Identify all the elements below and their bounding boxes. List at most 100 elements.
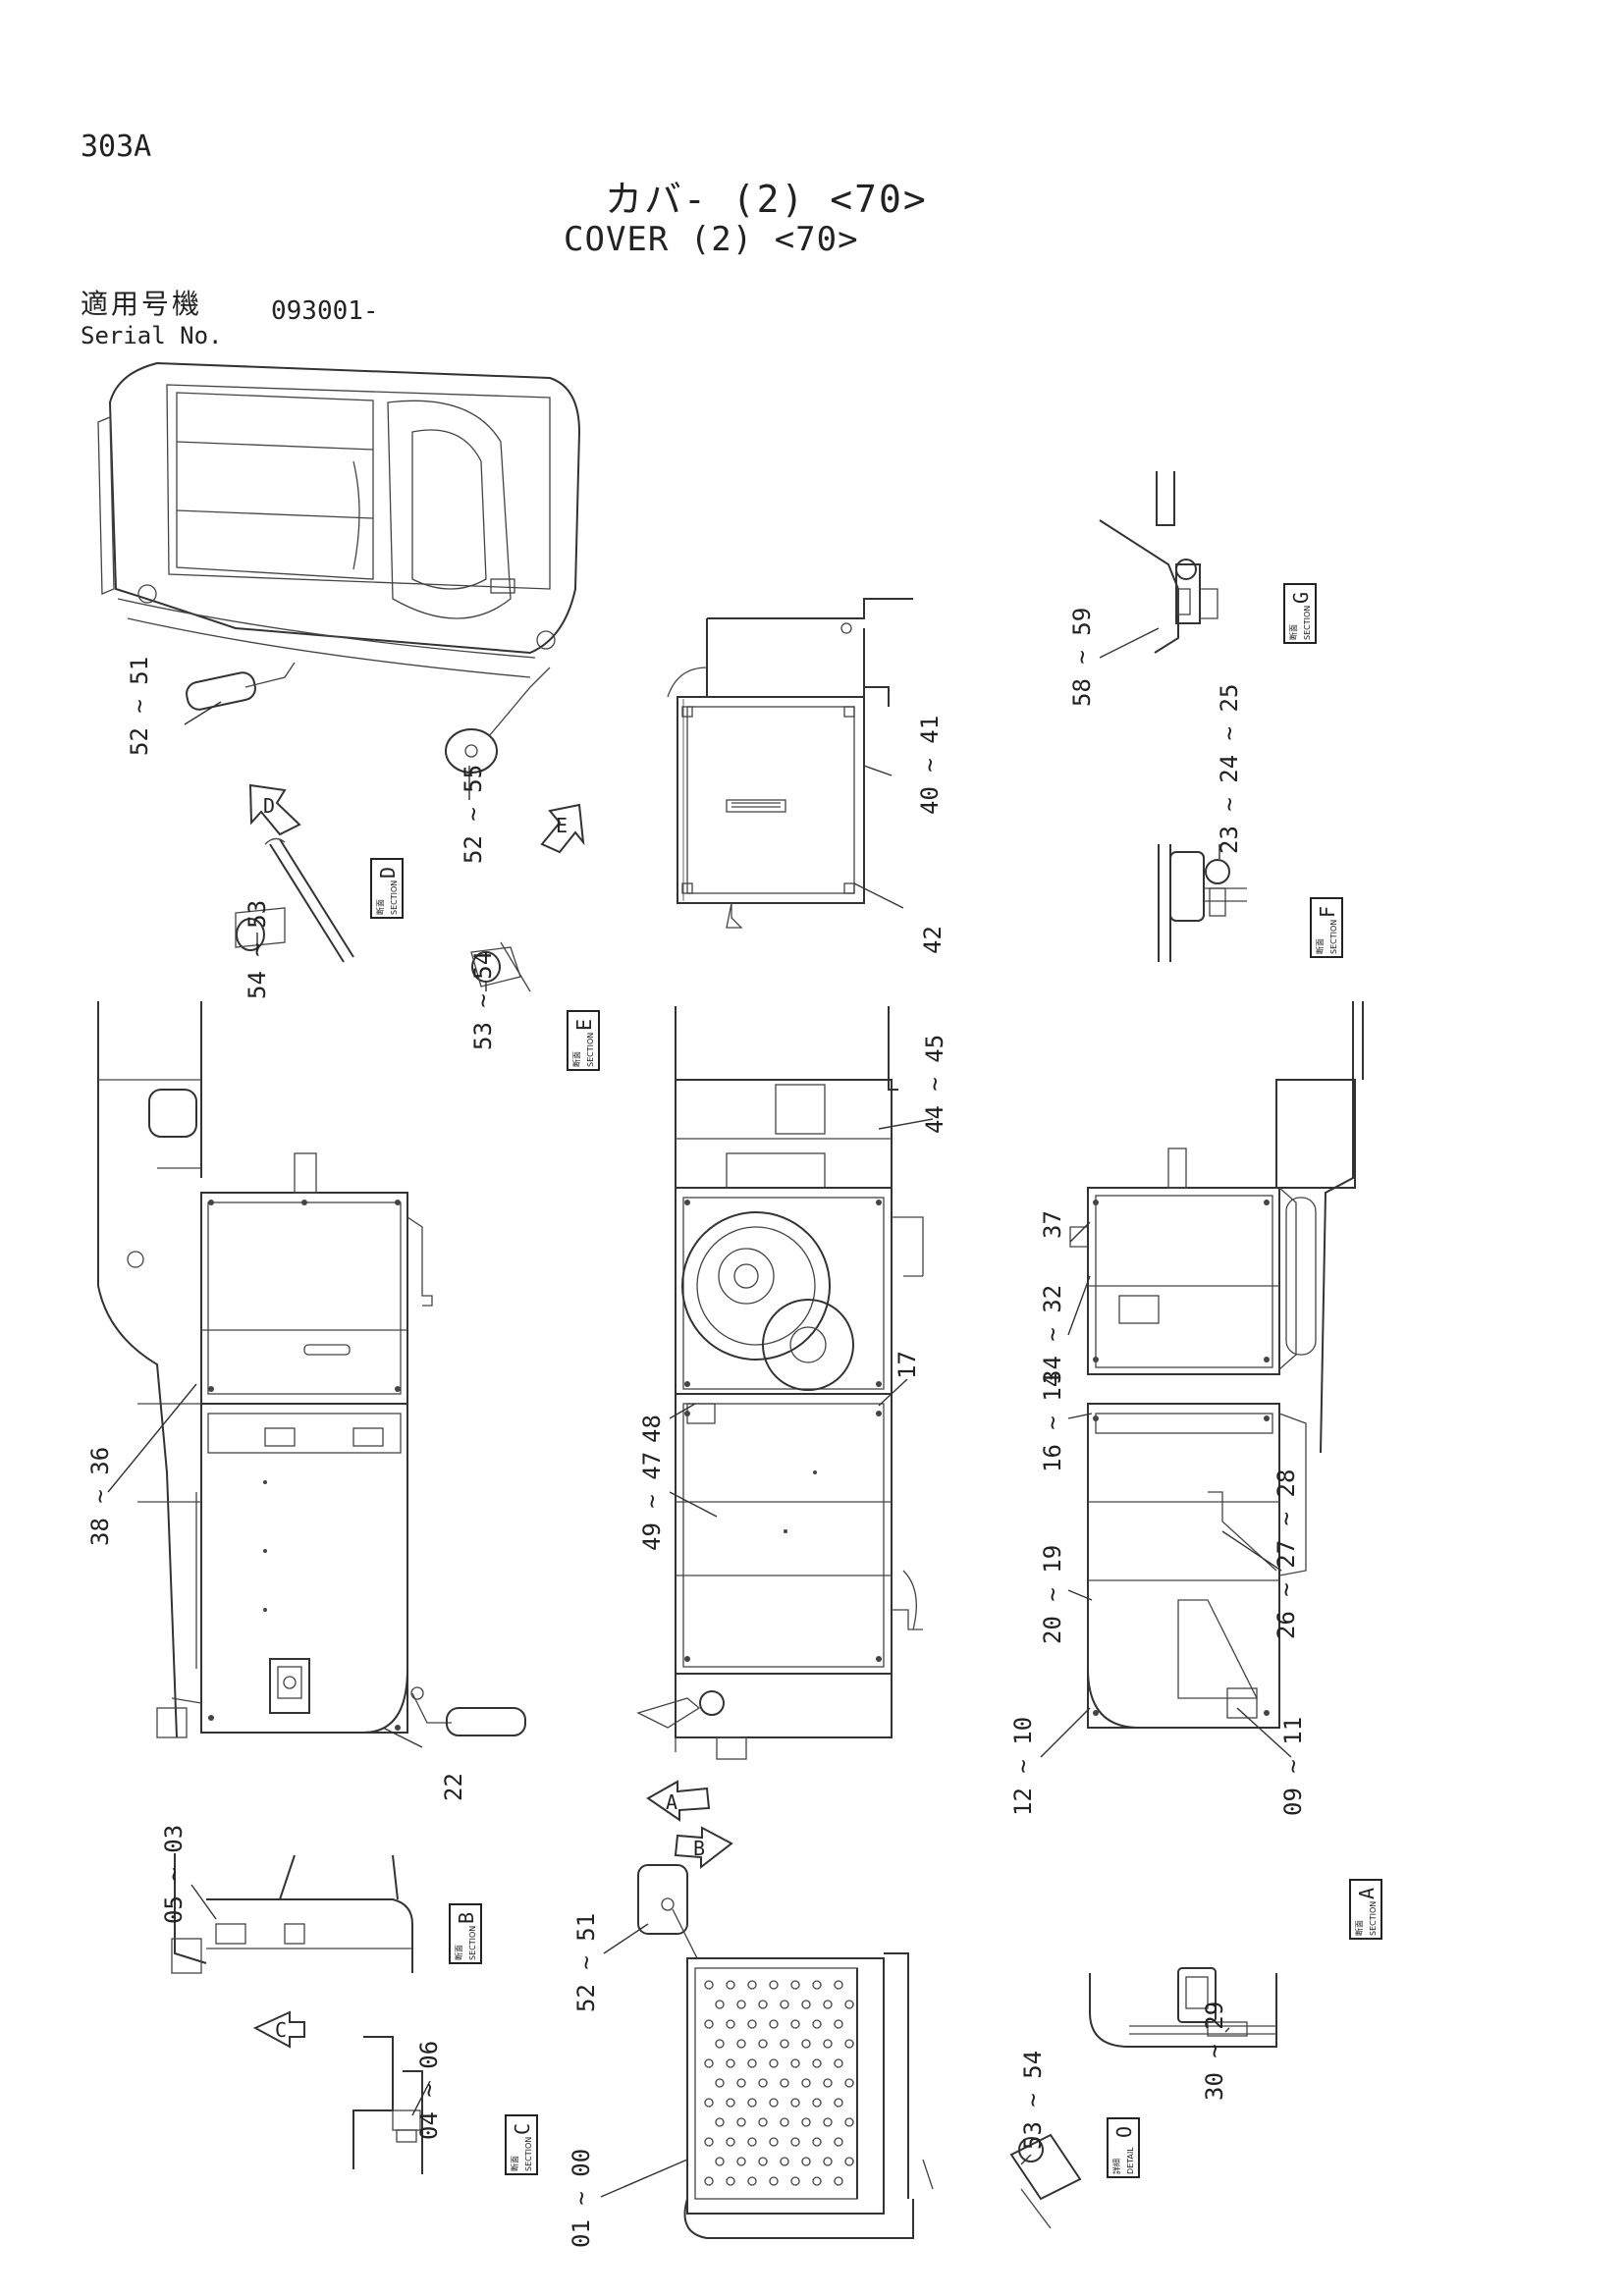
section-g-label: 断面 SECTION G: [1283, 583, 1317, 644]
serial-label-english: Serial No.: [81, 322, 223, 349]
svg-text:断面: 断面: [454, 1945, 463, 1960]
svg-text:SECTION: SECTION: [468, 1926, 477, 1960]
view-arrow-b-label: B: [693, 1837, 705, 1860]
svg-text:SECTION: SECTION: [1369, 1901, 1378, 1936]
perforation-hole: [704, 2176, 714, 2186]
svg-text:断面: 断面: [571, 1051, 581, 1067]
svg-text:DETAIL: DETAIL: [1126, 2147, 1135, 2174]
callout-37: 37: [1039, 1210, 1066, 1239]
perforation-hole: [726, 2137, 735, 2147]
perforation-hole: [801, 2078, 811, 2088]
svg-text:断面: 断面: [1288, 624, 1298, 640]
perforation-hole: [758, 2078, 768, 2088]
perforation-hole: [834, 2176, 843, 2186]
page-number: 303A: [81, 130, 152, 164]
callout-01-00: 01 ~ 00: [568, 2149, 595, 2248]
section-f-detail: [1158, 844, 1247, 962]
perforation-hole: [780, 2000, 789, 2009]
callout-22: 22: [440, 1773, 467, 1801]
section-c-label: 断面 SECTION C: [505, 2114, 538, 2175]
view-arrow-b: B: [674, 1826, 733, 1870]
callout-34-32: 34 ~ 32: [1039, 1285, 1066, 1384]
cab-view: [97, 361, 581, 774]
bottom-cover-view: [637, 1864, 934, 2239]
perforation-hole: [780, 2117, 789, 2127]
callout-leaders: [107, 627, 1292, 2198]
detail-o-label: 詳細 DETAIL O: [1107, 2117, 1140, 2178]
callout-38-36: 38 ~ 36: [86, 1447, 114, 1546]
perforation-hole: [790, 2137, 800, 2147]
callout-16-14: 16 ~ 14: [1039, 1373, 1066, 1472]
svg-text:O: O: [1112, 2126, 1136, 2138]
callout-42: 42: [919, 926, 947, 954]
callout-30-29: 30 ~ 29: [1201, 2002, 1228, 2101]
callout-44-45: 44 ~ 45: [921, 1035, 948, 1134]
perforation-hole: [844, 2157, 854, 2166]
perforation-hole: [769, 2058, 779, 2068]
callout-23-24-25: 23 ~ 24 ~ 25: [1216, 684, 1243, 854]
svg-text:SECTION: SECTION: [586, 1033, 595, 1067]
svg-text:G: G: [1289, 592, 1313, 604]
center-top-view: [636, 1006, 924, 1760]
perforation-hole: [769, 1980, 779, 1990]
right-side-view: [1069, 1001, 1364, 1729]
svg-text:断面: 断面: [1354, 1920, 1364, 1936]
section-label-boxes: 断面 SECTION G 断面 SECTION F 断面 SECTION D 断…: [370, 583, 1382, 2178]
perforation-hole: [844, 2078, 854, 2088]
perforation-hole: [812, 1980, 822, 1990]
callout-54-53: 54 ~ 53: [244, 900, 271, 999]
perforation-hole: [726, 2058, 735, 2068]
perforation-hole: [726, 1980, 735, 1990]
perforation-hole: [780, 2039, 789, 2049]
perforation-hole: [844, 2000, 854, 2009]
detail-o-view: [1089, 1967, 1277, 2048]
callout-53-54-lower: 53 ~ 54: [1019, 2051, 1047, 2150]
section-f-label: 断面 SECTION F: [1310, 897, 1343, 958]
perforation-hole: [758, 2039, 768, 2049]
svg-text:D: D: [376, 867, 400, 879]
svg-text:SECTION: SECTION: [1303, 606, 1312, 640]
svg-text:詳細: 詳細: [1111, 2159, 1121, 2174]
perforation-hole: [769, 2019, 779, 2029]
perforation-hole: [780, 2078, 789, 2088]
perforation-hole: [704, 2019, 714, 2029]
perforation-hole: [769, 2176, 779, 2186]
perforation-hole: [747, 2058, 757, 2068]
callout-49-47: 49 ~ 47: [638, 1452, 666, 1551]
callout-09-11: 09 ~ 11: [1279, 1717, 1307, 1816]
perforation-hole: [790, 2058, 800, 2068]
svg-text:E: E: [572, 1019, 596, 1031]
perforation-hole: [736, 2157, 746, 2166]
section-c-detail: [352, 2036, 423, 2174]
perforation-hole: [704, 1980, 714, 1990]
perforation-hole: [726, 2098, 735, 2108]
view-arrow-c-label: C: [275, 2018, 287, 2042]
perforation-hole: [812, 2137, 822, 2147]
section-d-detail: [235, 837, 354, 963]
perforation-hole: [769, 2098, 779, 2108]
callout-26-27-28: 26 ~ 27 ~ 28: [1272, 1469, 1300, 1639]
perforation-hole: [834, 2137, 843, 2147]
serial-label-japanese: 適用号機: [81, 288, 203, 320]
perforation-hole: [758, 2157, 768, 2166]
svg-text:F: F: [1316, 906, 1339, 918]
perforation-hole: [801, 2000, 811, 2009]
serial-number: 093001-: [271, 296, 379, 326]
svg-text:A: A: [1355, 1888, 1379, 1899]
svg-text:B: B: [455, 1912, 478, 1924]
svg-text:断面: 断面: [1315, 938, 1325, 954]
perforation-hole: [823, 2157, 833, 2166]
perforation-hole: [747, 2019, 757, 2029]
callout-12-10: 12 ~ 10: [1009, 1717, 1037, 1816]
callout-17: 17: [893, 1351, 921, 1379]
view-arrow-c: C: [252, 2010, 305, 2049]
perforation-hole: [747, 2176, 757, 2186]
perforation-hole: [812, 2019, 822, 2029]
detail-o-bracket: [1009, 2133, 1082, 2229]
perforation-hole: [834, 2058, 843, 2068]
perforation-hole: [758, 2117, 768, 2127]
perforation-hole: [801, 2039, 811, 2049]
svg-text:SECTION: SECTION: [390, 881, 399, 915]
perforation-hole: [704, 2058, 714, 2068]
